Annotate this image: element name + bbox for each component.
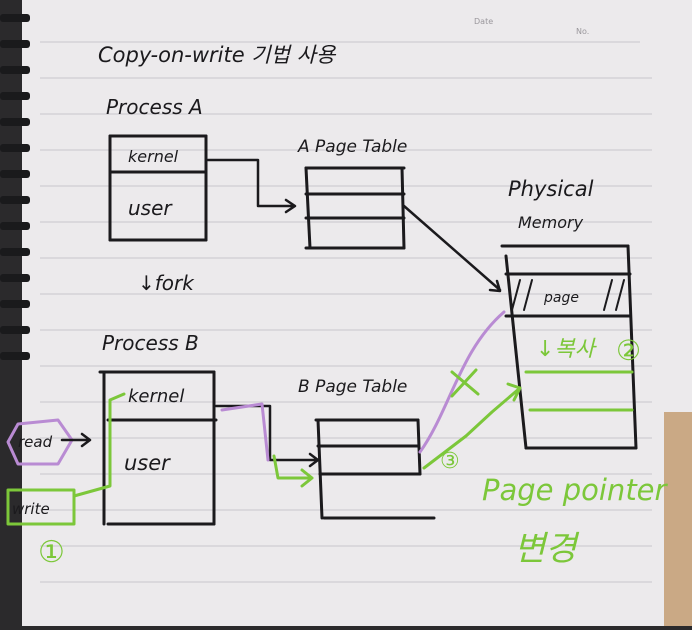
process-b-label: Process B (102, 331, 199, 355)
process-b-box (98, 370, 218, 526)
fork-label: ↓fork (138, 271, 195, 295)
page-pointer-line1: Page pointer (482, 473, 669, 507)
tan-card (664, 412, 692, 626)
process-b-kernel: kernel (128, 386, 184, 407)
old-mapping-cross (450, 368, 480, 398)
b-page-table-label: B Page Table (298, 377, 407, 397)
process-b-user: user (124, 451, 171, 475)
arrow-a-to-pagetable (206, 158, 297, 214)
page-hatching (511, 279, 625, 311)
write-arrow (72, 392, 126, 498)
physical-memory-box (500, 244, 638, 450)
read-arrow (60, 432, 92, 448)
old-mapping-purple (418, 310, 506, 454)
process-a-label: Process A (106, 95, 203, 119)
write-label: write (12, 500, 50, 518)
physical-memory-line1: Physical (508, 177, 594, 201)
arrow-b-green-trace (272, 454, 314, 488)
process-a-box (108, 134, 208, 242)
physical-memory-line2: Memory (518, 213, 584, 232)
arrow-b-purple-trace (220, 402, 270, 462)
physical-page-label: page (543, 290, 579, 306)
a-page-table (304, 166, 406, 250)
new-mapping-green (422, 382, 522, 470)
write-step-marker: ① (38, 535, 65, 570)
copy-label: ↓복사 (536, 337, 598, 362)
copy-step-marker: ② (616, 334, 641, 367)
process-a-kernel: kernel (128, 147, 179, 166)
b-page-table (314, 418, 436, 520)
a-page-table-label: A Page Table (297, 137, 407, 157)
no-label: No. (576, 27, 589, 36)
paper-page (22, 0, 692, 626)
arrow-a-pagetable-to-page (402, 204, 502, 293)
spiral-binding (0, 0, 30, 626)
page-pointer-line2: 변경 (514, 529, 580, 569)
date-label: Date (474, 17, 493, 26)
remap-step-marker: ③ (440, 449, 460, 474)
process-a-user: user (128, 196, 173, 220)
read-hexagon (6, 418, 74, 466)
write-box (6, 488, 76, 526)
read-label: read (18, 433, 53, 451)
copied-page-rows (524, 370, 634, 412)
page-title: Copy-on-write 기법 사용 (98, 43, 337, 67)
